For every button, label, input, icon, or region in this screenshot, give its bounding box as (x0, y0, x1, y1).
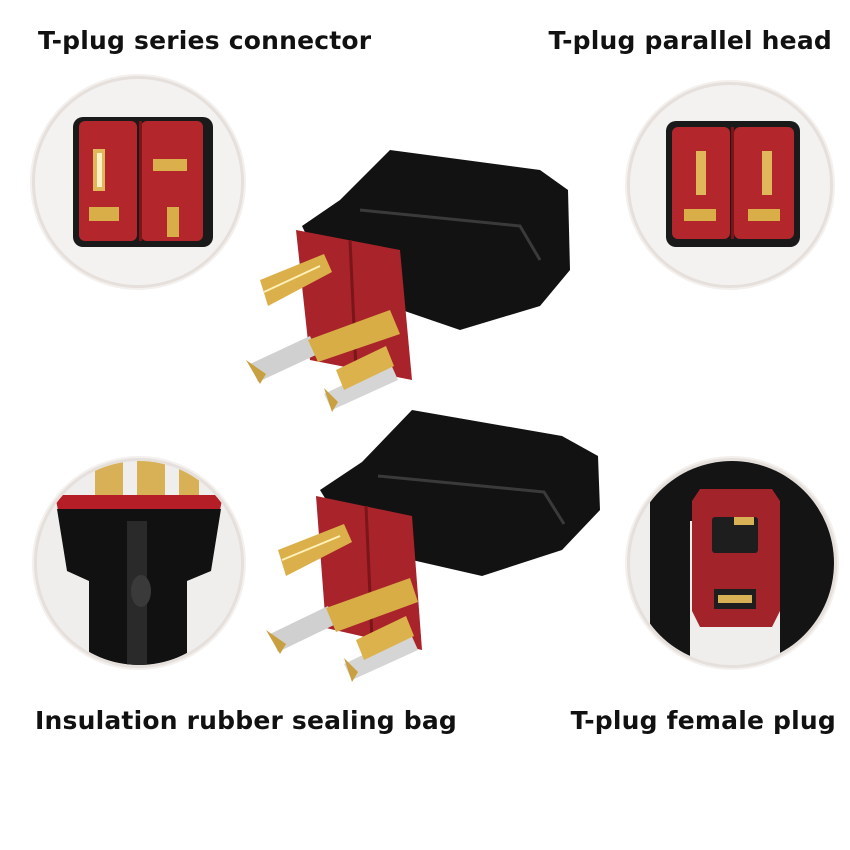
caption-insulation-sealing-bag: Insulation rubber sealing bag (35, 706, 458, 735)
series-connector-closeup (32, 76, 244, 288)
parallel-head-closeup (627, 82, 833, 288)
female-plug-closeup (627, 458, 837, 668)
series-adapter-photo-top (240, 130, 620, 430)
caption-series-connector: T-plug series connector (38, 26, 372, 55)
caption-parallel-head: T-plug parallel head (548, 26, 832, 55)
caption-female-plug: T-plug female plug (570, 706, 836, 735)
series-adapter-photo-bottom (262, 400, 632, 700)
insulation-rubber-closeup (34, 458, 244, 668)
